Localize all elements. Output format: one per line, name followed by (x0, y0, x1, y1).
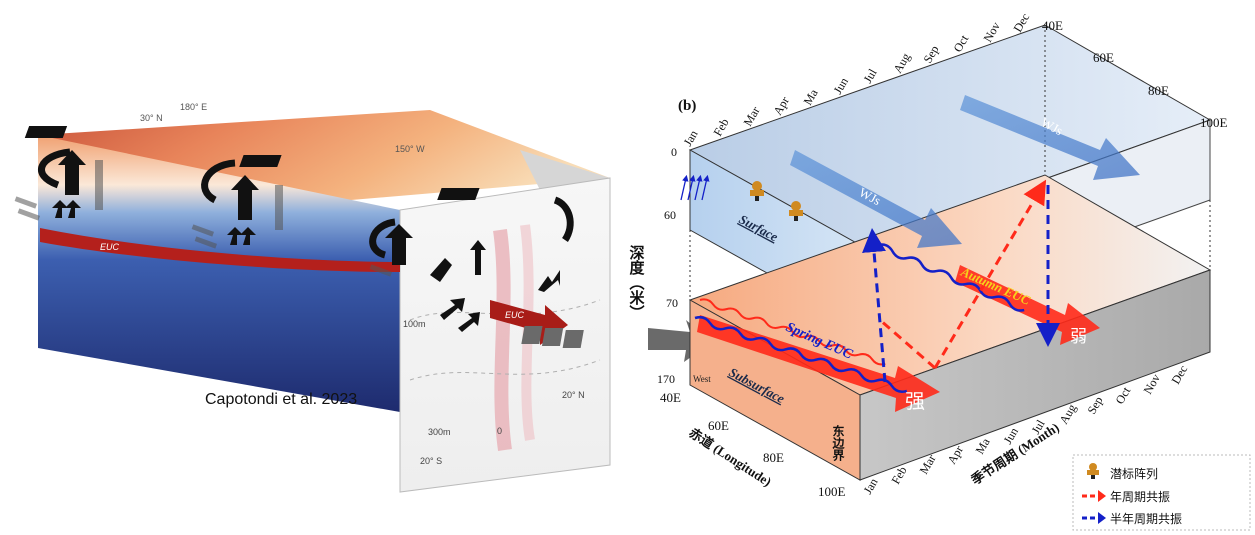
month-top-label: Ma (800, 86, 820, 107)
lon-left-label: 100E (818, 484, 846, 499)
lon-left-label: 80E (763, 450, 784, 465)
lon-180-label: 180° E (180, 102, 207, 112)
autumn-wave-blue (877, 243, 1025, 312)
spring-wave-red (699, 298, 886, 366)
depth-70-label: 70 (666, 296, 678, 310)
arrow-icon (538, 270, 560, 292)
depth-100-label: 100m (403, 319, 426, 329)
strong-label: 强 (905, 391, 925, 413)
month-top-label: Mar (740, 104, 762, 128)
curved-arrow-icon (201, 159, 236, 204)
panel-label-b: (b) (678, 98, 696, 114)
credit-label: Capotondi et al. 2023 (205, 391, 357, 408)
month-top-label: Aug (890, 51, 912, 76)
depth-300-label: 300m (428, 427, 451, 437)
curved-arrow-icon (369, 218, 396, 259)
lon-right-label: 100E (1200, 115, 1228, 130)
month-top-label: Jul (860, 66, 879, 86)
month-bottom-label: Oct (1112, 384, 1133, 407)
annual-resonance-arrow (933, 179, 1047, 369)
depth-170-label: 170 (657, 372, 675, 386)
lon-axis-right: 40E 60E 80E 100E (1042, 18, 1228, 130)
euc-section-label: EUC (505, 310, 525, 320)
section-shading (493, 229, 512, 451)
lon-right-label: 60E (1093, 50, 1114, 65)
lon-right-label: 80E (1148, 83, 1169, 98)
arrow-icon (458, 312, 480, 332)
depth-title: 深度（米） (628, 244, 646, 320)
west-label: West (693, 374, 711, 384)
mooring-icon (789, 201, 803, 221)
small-up-arrow-icon (52, 200, 68, 218)
red-arrow-icon (1082, 490, 1106, 502)
lon-150w-label: 150° W (395, 144, 425, 154)
euc-band (40, 228, 400, 272)
small-up-arrow-icon (240, 227, 256, 245)
blue-arrow-icon (1082, 512, 1106, 524)
month-bottom-label: Jan (860, 476, 880, 497)
arrow-icon (440, 298, 465, 320)
up-arrow-icon (385, 224, 413, 265)
lon-right-label: 40E (1042, 18, 1063, 33)
ocean-block-diagram: EUC EUC (14, 102, 712, 493)
curved-arrow-icon (38, 148, 71, 189)
month-top-label: Jan (680, 128, 700, 149)
arrow-icon (430, 258, 452, 282)
small-up-arrow-icon (65, 200, 81, 218)
legend-label: 年周期共振 (1110, 490, 1170, 504)
wjs-arrow-upper (960, 95, 1140, 180)
month-top-label: Oct (950, 32, 971, 55)
semiannual-resonance-arrow (862, 228, 887, 383)
resonance-box-diagram: (b) WJs WJs (657, 11, 1228, 499)
legend-label: 半年周期共振 (1110, 512, 1182, 526)
equator-axis-title: 赤道 (Longitude) (686, 425, 774, 489)
legend-label: 潜标阵列 (1110, 467, 1158, 481)
bar-icon (24, 126, 68, 138)
legend: 潜标阵列 年周期共振 半年周期共振 (1072, 454, 1251, 531)
lon-axis-left: 40E 60E 80E 100E (660, 390, 846, 499)
bar-icon (239, 155, 282, 167)
month-top-label: Feb (710, 116, 731, 139)
subsurface-side-face (859, 269, 1211, 481)
bar-icon (437, 188, 480, 200)
east-boundary-label: 东边界 (831, 424, 845, 462)
mooring-icon (1087, 463, 1099, 479)
month-bottom-label: Sep (1084, 394, 1105, 417)
month-top-label: Apr (770, 94, 791, 117)
depth-0-label: 0 (671, 145, 677, 159)
up-arrow-icon (58, 150, 86, 195)
depth-axis-title: 深度（米） (628, 244, 646, 320)
arrow-icon (470, 240, 486, 275)
up-arrow-icon (231, 175, 259, 220)
small-up-arrow-icon (227, 227, 243, 245)
curved-arrow-icon (553, 196, 574, 242)
depth-60-label: 60 (664, 208, 676, 222)
lon-left-label: 60E (708, 418, 729, 433)
weak-label: 弱 (1070, 327, 1087, 346)
lat-20n-label: 20° N (562, 390, 585, 400)
autumn-euc-arrow (955, 265, 1100, 345)
up-arrows (24, 126, 560, 332)
month-top-label: Jun (830, 75, 850, 96)
lon-left-label: 40E (660, 390, 681, 405)
month-bottom-label: Ma (972, 435, 992, 456)
mooring-icon (750, 181, 764, 201)
lat-30n-label: 30° N (140, 113, 163, 123)
circulation-arrows (38, 148, 574, 259)
wind-arrows (680, 174, 710, 201)
wjs-arrow-lower (790, 150, 962, 248)
euc-label: EUC (100, 242, 120, 252)
spring-wave-blue (694, 315, 908, 394)
dashed-arrows (14, 160, 393, 277)
lat-0-label: 0 (497, 426, 502, 436)
lat-20s-label: 20° S (420, 456, 442, 466)
ocean-front-face (38, 135, 400, 412)
